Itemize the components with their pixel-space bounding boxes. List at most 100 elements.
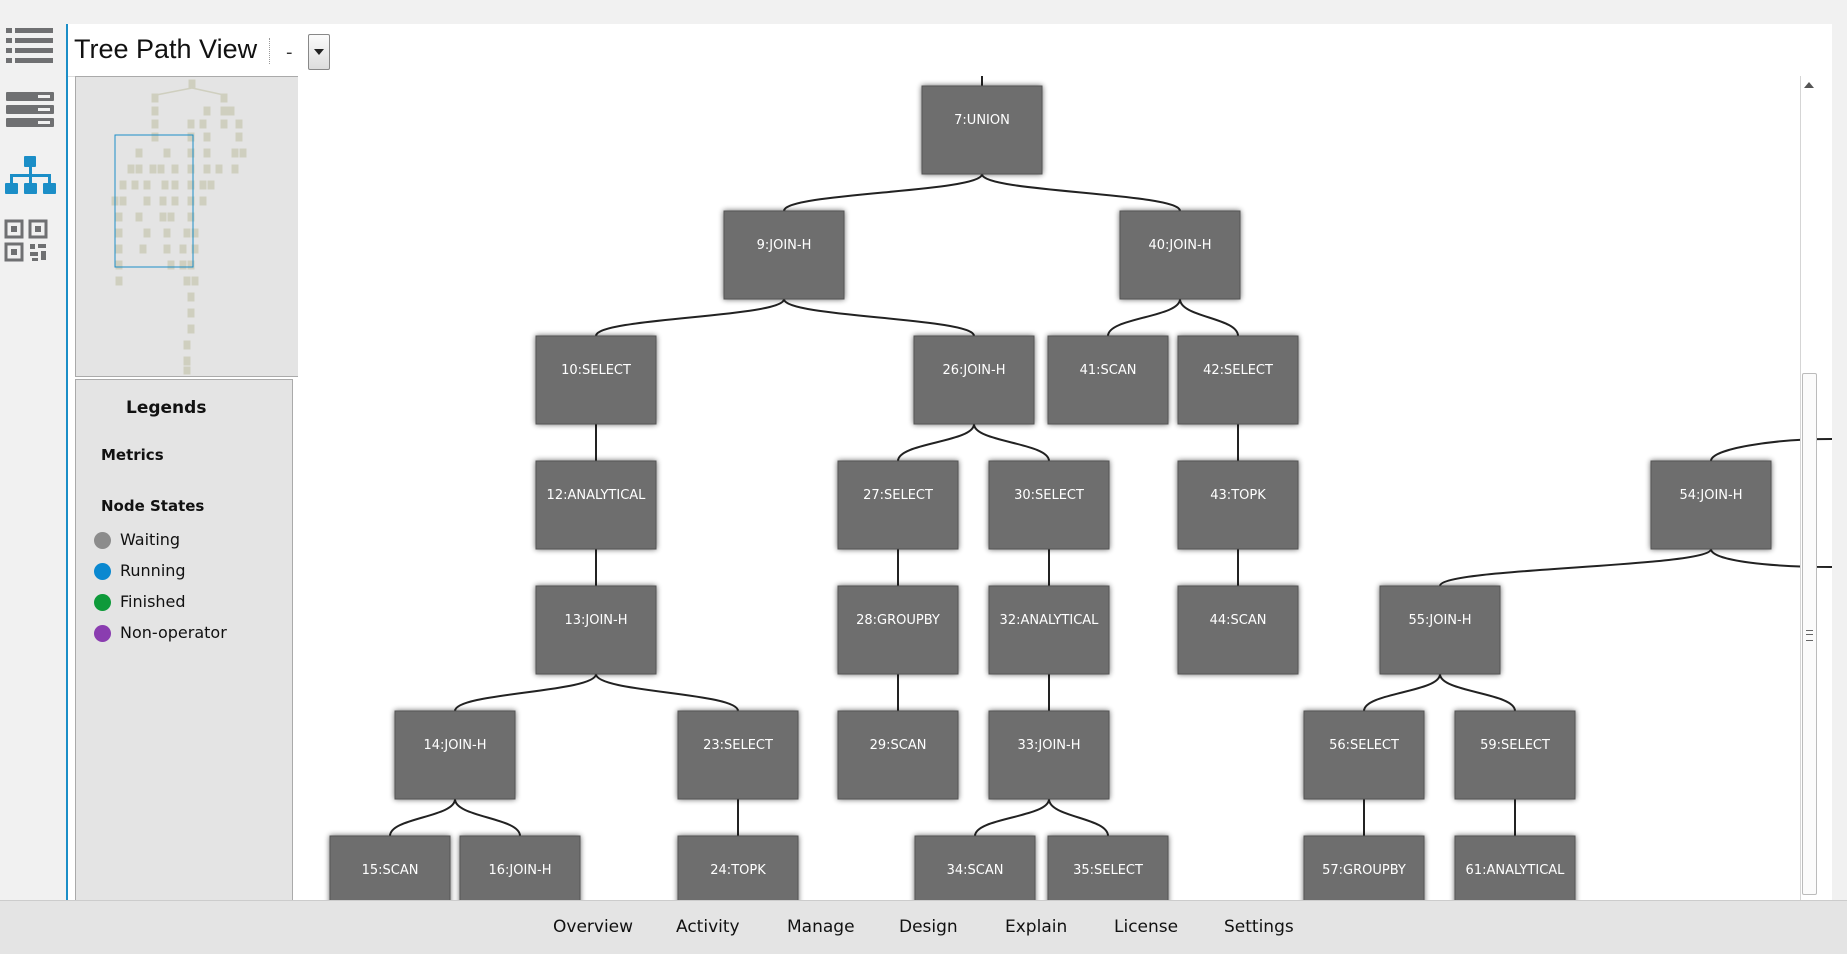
plan-node-box[interactable] — [1454, 710, 1576, 800]
plan-node-label: 7:UNION — [954, 113, 1010, 128]
plan-node-41[interactable]: 41:SCAN — [1047, 335, 1169, 425]
qr-code-icon[interactable] — [4, 218, 56, 266]
plan-node-23[interactable]: 23:SELECT — [677, 710, 799, 800]
main-panel: Tree Path View - — [66, 24, 1832, 901]
tree-edge — [1048, 798, 1109, 837]
plan-node-box[interactable] — [988, 460, 1110, 550]
plan-node-box[interactable] — [988, 585, 1110, 675]
plan-node-box[interactable] — [535, 335, 657, 425]
tree-edge — [454, 798, 521, 837]
plan-node-26[interactable]: 26:JOIN-H — [913, 335, 1035, 425]
vertical-scrollbar[interactable] — [1800, 76, 1817, 900]
scroll-thumb[interactable] — [1802, 373, 1817, 895]
plan-node-label: 32:ANALYTICAL — [1000, 613, 1100, 628]
plan-node-label: 24:TOPK — [710, 863, 766, 878]
tab-explain[interactable]: Explain — [1005, 917, 1068, 937]
plan-node-label: 9:JOIN-H — [757, 238, 812, 253]
plan-node-box[interactable] — [1119, 210, 1241, 300]
tree-edge — [595, 298, 785, 337]
plan-node-label: 44:SCAN — [1210, 613, 1267, 628]
plan-node-61[interactable]: 61:ANALYTICAL — [1454, 835, 1576, 900]
plan-node-56[interactable]: 56:SELECT — [1303, 710, 1425, 800]
plan-node-9[interactable]: 9:JOIN-H — [723, 210, 845, 300]
plan-node-box[interactable] — [1650, 460, 1772, 550]
tree-graph[interactable]: 7:UNION 9:JOIN-H 40:JOIN-H 10:SELECT 26:JOIN… — [298, 76, 1832, 900]
plan-node-14[interactable]: 14:JOIN-H — [394, 710, 516, 800]
view-header: Tree Path View - — [68, 24, 1832, 77]
plan-node-44[interactable]: 44:SCAN — [1177, 585, 1299, 675]
plan-node-28[interactable]: 28:GROUPBY — [837, 585, 959, 675]
plan-node-13[interactable]: 13:JOIN-H — [535, 585, 657, 675]
plan-node-label: 40:JOIN-H — [1148, 238, 1211, 253]
plan-node-box[interactable] — [1047, 335, 1169, 425]
plan-node-box[interactable] — [535, 585, 657, 675]
plan-node-7[interactable]: 7:UNION — [921, 85, 1043, 175]
plan-node-box[interactable] — [1454, 835, 1576, 900]
plan-node-59[interactable]: 59:SELECT — [1454, 710, 1576, 800]
plan-node-box[interactable] — [921, 85, 1043, 175]
server-icon[interactable] — [4, 88, 56, 136]
plan-node-box[interactable] — [914, 835, 1036, 900]
plan-node-label: 35:SELECT — [1073, 863, 1143, 878]
plan-node-box[interactable] — [723, 210, 845, 300]
plan-node-57[interactable]: 57:GROUPBY — [1303, 835, 1425, 900]
plan-node-box[interactable] — [677, 710, 799, 800]
plan-node-42[interactable]: 42:SELECT — [1177, 335, 1299, 425]
plan-node-box[interactable] — [837, 460, 959, 550]
plan-node-box[interactable] — [459, 835, 581, 900]
plan-node-15[interactable]: 15:SCAN — [329, 835, 451, 900]
tab-manage[interactable]: Manage — [787, 917, 855, 937]
scroll-up-arrow-icon[interactable] — [1804, 82, 1814, 88]
plan-node-box[interactable] — [1177, 585, 1299, 675]
plan-node-box[interactable] — [988, 710, 1110, 800]
plan-node-54[interactable]: 54:JOIN-H — [1650, 460, 1772, 550]
plan-node-box[interactable] — [837, 710, 959, 800]
plan-node-10[interactable]: 10:SELECT — [535, 335, 657, 425]
plan-node-24[interactable]: 24:TOPK — [677, 835, 799, 900]
plan-node-box[interactable] — [1047, 835, 1169, 900]
plan-node-27[interactable]: 27:SELECT — [837, 460, 959, 550]
tab-design[interactable]: Design — [899, 917, 958, 937]
plan-node-32[interactable]: 32:ANALYTICAL — [988, 585, 1110, 675]
plan-node-box[interactable] — [1303, 835, 1425, 900]
node-states-label: Node States — [101, 497, 205, 515]
finished-dot-icon — [94, 594, 111, 611]
plan-node-box[interactable] — [1303, 710, 1425, 800]
plan-node-box[interactable] — [837, 585, 959, 675]
view-selector-dropdown-button[interactable] — [308, 34, 330, 70]
tab-overview[interactable]: Overview — [553, 917, 634, 937]
tree-canvas[interactable]: 7:UNION 9:JOIN-H 40:JOIN-H 10:SELECT 26:JOIN… — [298, 76, 1832, 900]
list-icon[interactable] — [4, 24, 56, 72]
page-title: Tree Path View — [74, 34, 258, 64]
plan-node-label: 13:JOIN-H — [564, 613, 627, 628]
plan-node-box[interactable] — [677, 835, 799, 900]
plan-node-box[interactable] — [913, 335, 1035, 425]
plan-node-box[interactable] — [535, 460, 657, 550]
plan-node-box[interactable] — [394, 710, 516, 800]
minimap-viewport-box[interactable] — [114, 134, 194, 268]
tree-edge — [783, 298, 975, 337]
tab-settings[interactable]: Settings — [1224, 917, 1294, 937]
plan-node-box[interactable] — [329, 835, 451, 900]
plan-node-29[interactable]: 29:SCAN — [837, 710, 959, 800]
plan-node-40[interactable]: 40:JOIN-H — [1119, 210, 1241, 300]
running-dot-icon — [94, 563, 111, 580]
plan-node-16[interactable]: 16:JOIN-H — [459, 835, 581, 900]
plan-node-12[interactable]: 12:ANALYTICAL — [535, 460, 657, 550]
legend-label: Waiting — [120, 530, 181, 549]
waiting-dot-icon — [94, 532, 111, 549]
plan-node-33[interactable]: 33:JOIN-H — [988, 710, 1110, 800]
tab-license[interactable]: License — [1114, 917, 1179, 937]
plan-node-34[interactable]: 34:SCAN — [914, 835, 1036, 900]
plan-node-55[interactable]: 55:JOIN-H — [1379, 585, 1501, 675]
tree-minimap[interactable] — [75, 76, 299, 377]
plan-node-box[interactable] — [1177, 335, 1299, 425]
plan-node-box[interactable] — [1379, 585, 1501, 675]
plan-node-35[interactable]: 35:SELECT — [1047, 835, 1169, 900]
tab-activity[interactable]: Activity — [676, 917, 740, 937]
plan-node-box[interactable] — [1177, 460, 1299, 550]
tree-hierarchy-icon[interactable] — [4, 154, 56, 202]
plan-node-30[interactable]: 30:SELECT — [988, 460, 1110, 550]
plan-node-label: 26:JOIN-H — [942, 363, 1005, 378]
plan-node-43[interactable]: 43:TOPK — [1177, 460, 1299, 550]
